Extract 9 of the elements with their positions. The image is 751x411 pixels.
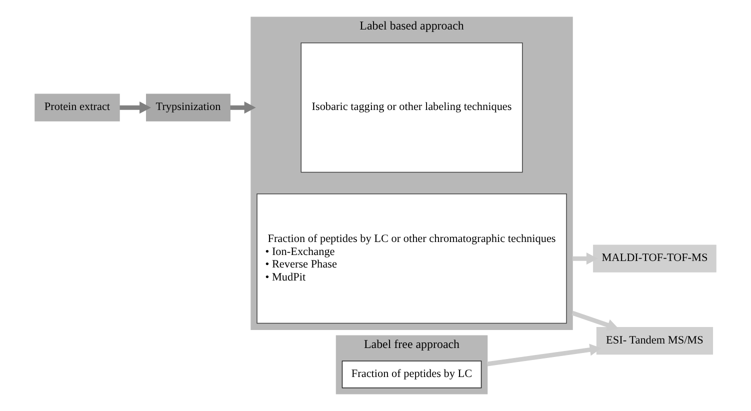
node-box: MALDI-TOF-TOF-MS bbox=[593, 244, 716, 272]
arrow bbox=[230, 102, 256, 114]
arrow bbox=[120, 102, 152, 114]
node-box: Fraction of peptides by LC or other chromatographic techniques • Ion-Exchange • Reverse Phase • MudPit bbox=[256, 194, 567, 324]
node-box: ESI- Tandem MS/MS bbox=[596, 326, 714, 355]
node-box: Isobaric tagging or other labeling techniques bbox=[300, 42, 523, 173]
node-box: Protein extract bbox=[34, 94, 120, 122]
node-box: Fraction of peptides by LC bbox=[342, 360, 482, 388]
node-box: Trypsinization bbox=[146, 94, 230, 122]
